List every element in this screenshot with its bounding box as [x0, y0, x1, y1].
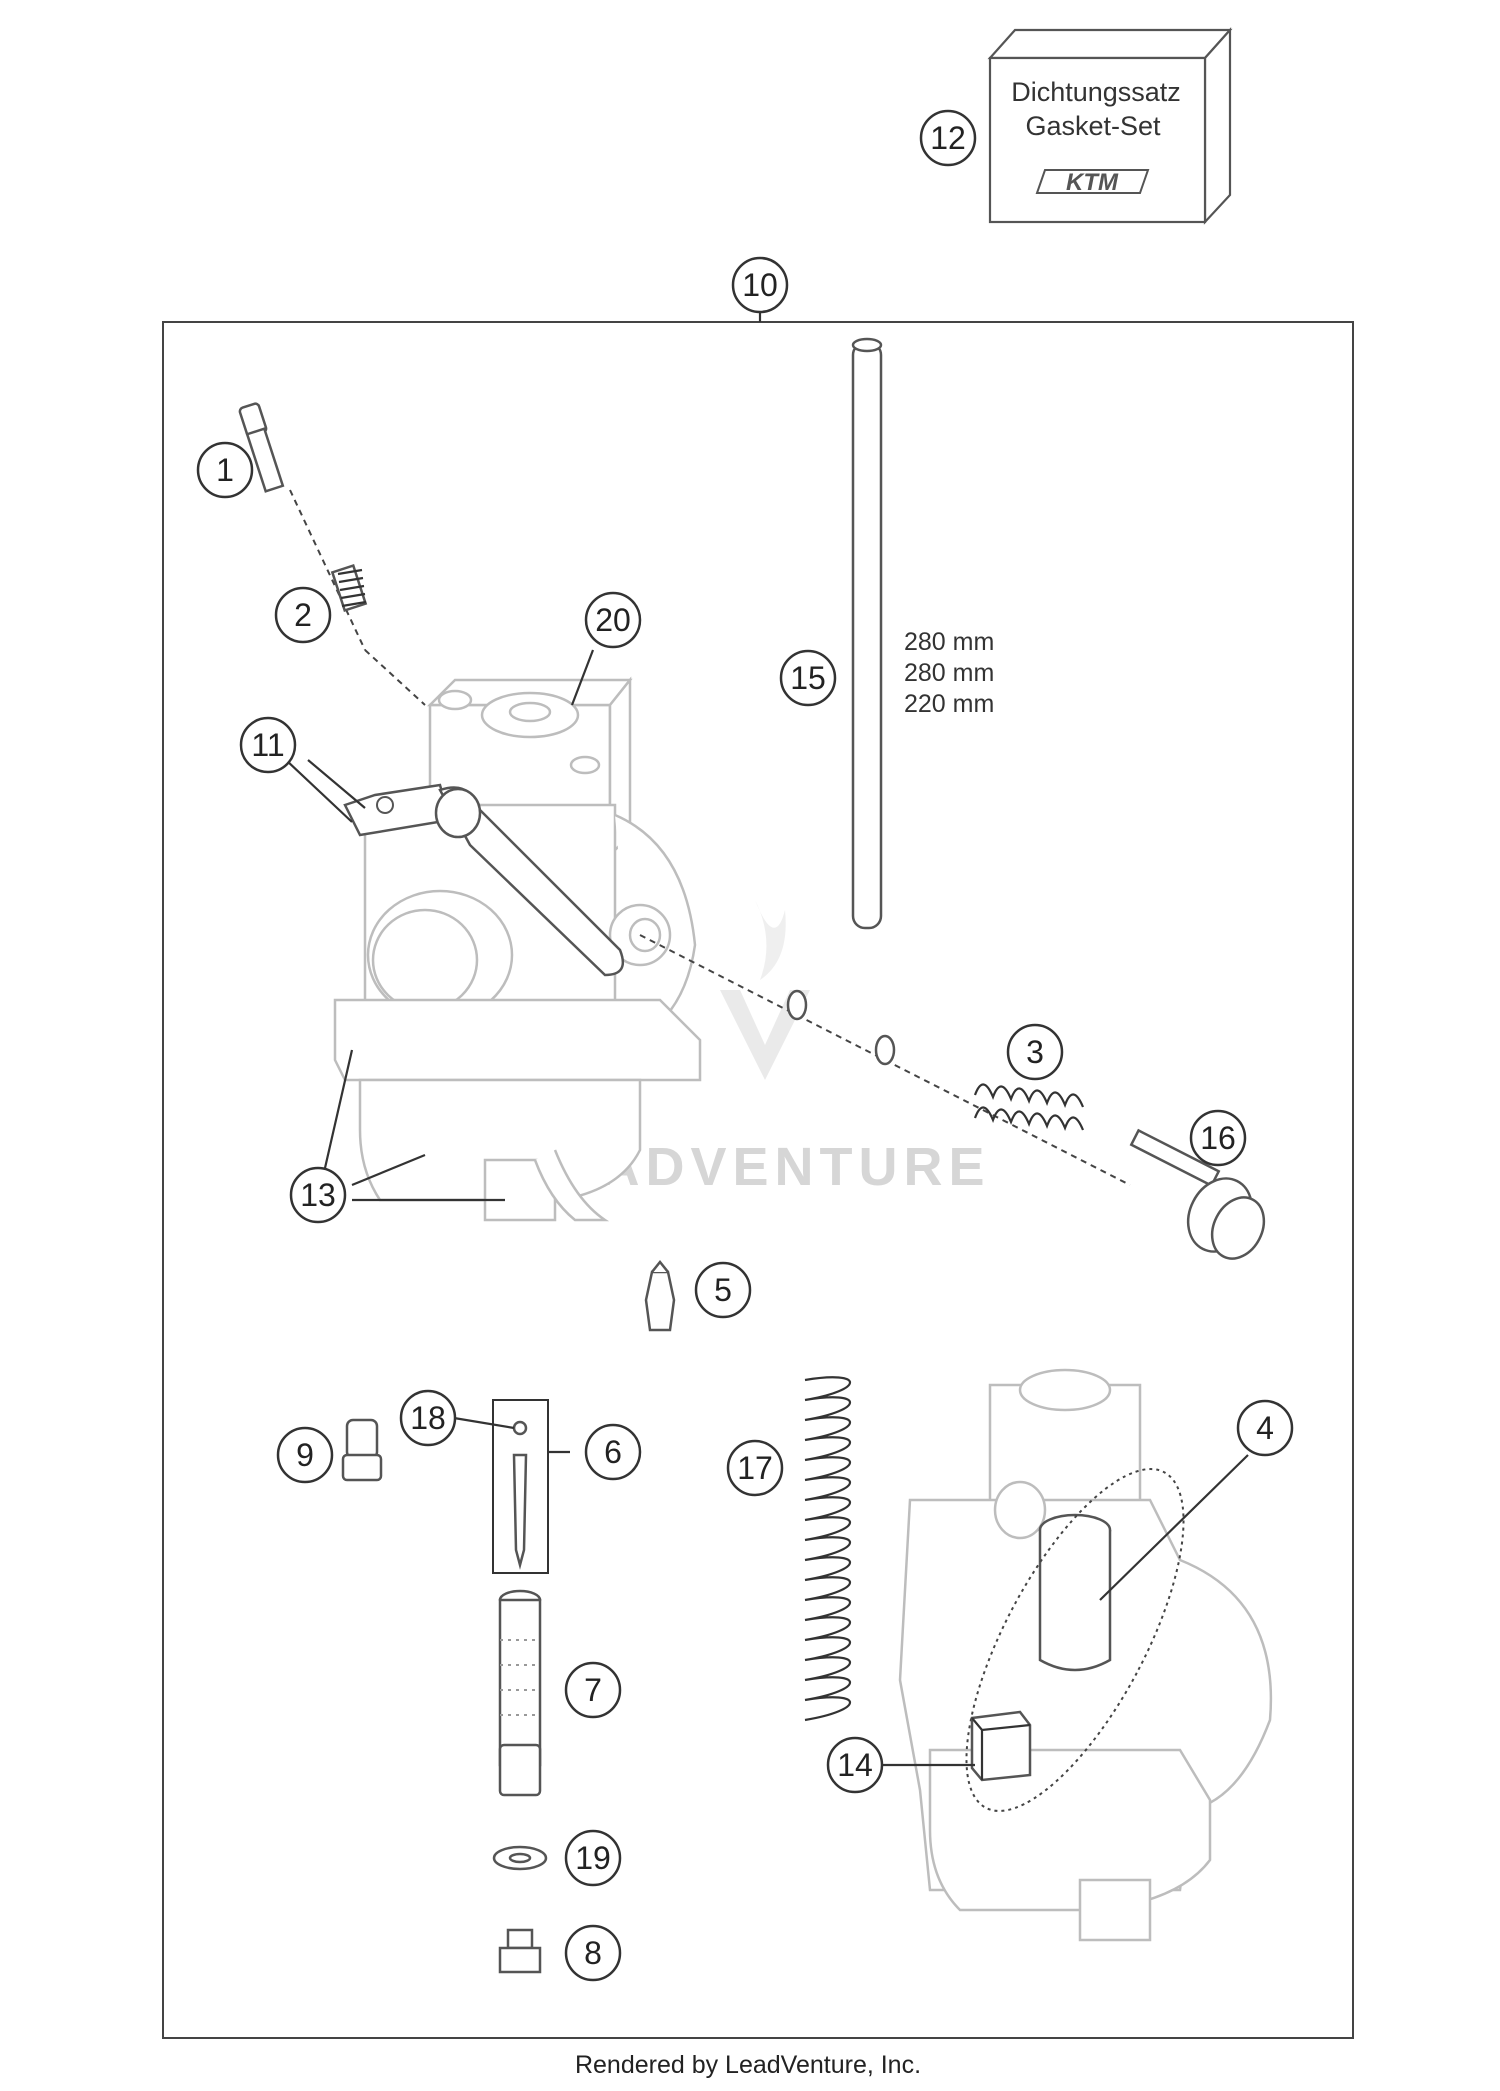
svg-text:14: 14 [837, 1747, 873, 1783]
idle-screw [238, 402, 285, 493]
svg-text:17: 17 [737, 1450, 773, 1486]
callout-14: 14 [826, 1736, 884, 1794]
callout-12: 12 [919, 109, 977, 167]
assembly-frame [162, 321, 1354, 2039]
svg-text:1: 1 [216, 452, 234, 488]
gasket-box-line2: Gasket-Set [1025, 111, 1161, 141]
svg-text:19: 19 [575, 1840, 611, 1876]
needle-jet [498, 1589, 542, 1797]
svg-text:6: 6 [604, 1434, 622, 1470]
ktm-logo: KTM [1035, 169, 1150, 196]
choke-lever [343, 783, 625, 977]
svg-text:3: 3 [1026, 1034, 1044, 1070]
needle-clip [512, 1420, 528, 1436]
callout-9: 9 [276, 1426, 334, 1484]
callout-3: 3 [1006, 1023, 1064, 1081]
callout-17: 17 [726, 1439, 784, 1497]
callout-7: 7 [564, 1661, 622, 1719]
main-jet [498, 1928, 542, 1974]
float-needle [644, 1259, 676, 1332]
callout-8: 8 [564, 1924, 622, 1982]
footer-credit: Rendered by LeadVenture, Inc. [575, 2051, 921, 2079]
svg-text:11: 11 [251, 727, 284, 763]
svg-text:9: 9 [296, 1437, 314, 1473]
callout-10: 10 [731, 256, 789, 314]
carburetor-ghost [898, 1368, 1273, 1942]
pipe-length-2: 280 mm [904, 659, 994, 687]
callout-1: 1 [196, 441, 254, 499]
svg-text:8: 8 [584, 1935, 602, 1971]
callout-15: 15 [779, 649, 837, 707]
callout-16: 16 [1189, 1109, 1247, 1167]
pipe-length-3: 220 mm [904, 690, 994, 718]
pilot-jet [341, 1418, 383, 1482]
svg-text:2: 2 [294, 597, 312, 633]
svg-text:10: 10 [742, 267, 778, 303]
callout-4: 4 [1236, 1399, 1294, 1457]
gasket-set-box: Dichtungssatz Gasket-Set KTM [987, 27, 1233, 225]
slide-spring [804, 1376, 852, 1722]
callout-19: 19 [564, 1829, 622, 1887]
svg-text:20: 20 [595, 602, 631, 638]
svg-text:5: 5 [714, 1272, 732, 1308]
callout-11: 11 [239, 716, 297, 774]
idle-spring [330, 564, 368, 612]
carburetor-body [333, 676, 702, 1222]
air-screw-spring [973, 1083, 1085, 1132]
watermark-logo [720, 900, 810, 1080]
jet-needle-box [492, 1399, 549, 1574]
callout-2: 2 [274, 586, 332, 644]
breather-pipe [851, 337, 883, 930]
svg-text:12: 12 [930, 120, 966, 156]
svg-text:4: 4 [1256, 1410, 1274, 1446]
svg-text:15: 15 [790, 660, 826, 696]
callout-20: 20 [584, 591, 642, 649]
gasket-box-line1: Dichtungssatz [1011, 77, 1181, 107]
callout-6: 6 [584, 1423, 642, 1481]
pipe-length-1: 280 mm [904, 628, 994, 656]
svg-text:18: 18 [410, 1400, 446, 1436]
washer-2 [874, 1034, 896, 1066]
jet-needle [512, 1453, 528, 1570]
svg-text:KTM: KTM [1066, 169, 1119, 196]
air-screw [1129, 1128, 1266, 1260]
callout-5: 5 [694, 1261, 752, 1319]
washer-1 [786, 989, 808, 1021]
svg-text:16: 16 [1200, 1120, 1236, 1156]
float-cube [970, 1710, 1032, 1782]
svg-text:7: 7 [584, 1672, 602, 1708]
svg-text:13: 13 [300, 1177, 336, 1213]
callout-18: 18 [399, 1389, 457, 1447]
throttle-slide [1038, 1513, 1112, 1672]
slide-outline [965, 1468, 1185, 1812]
callout-13: 13 [289, 1166, 347, 1224]
